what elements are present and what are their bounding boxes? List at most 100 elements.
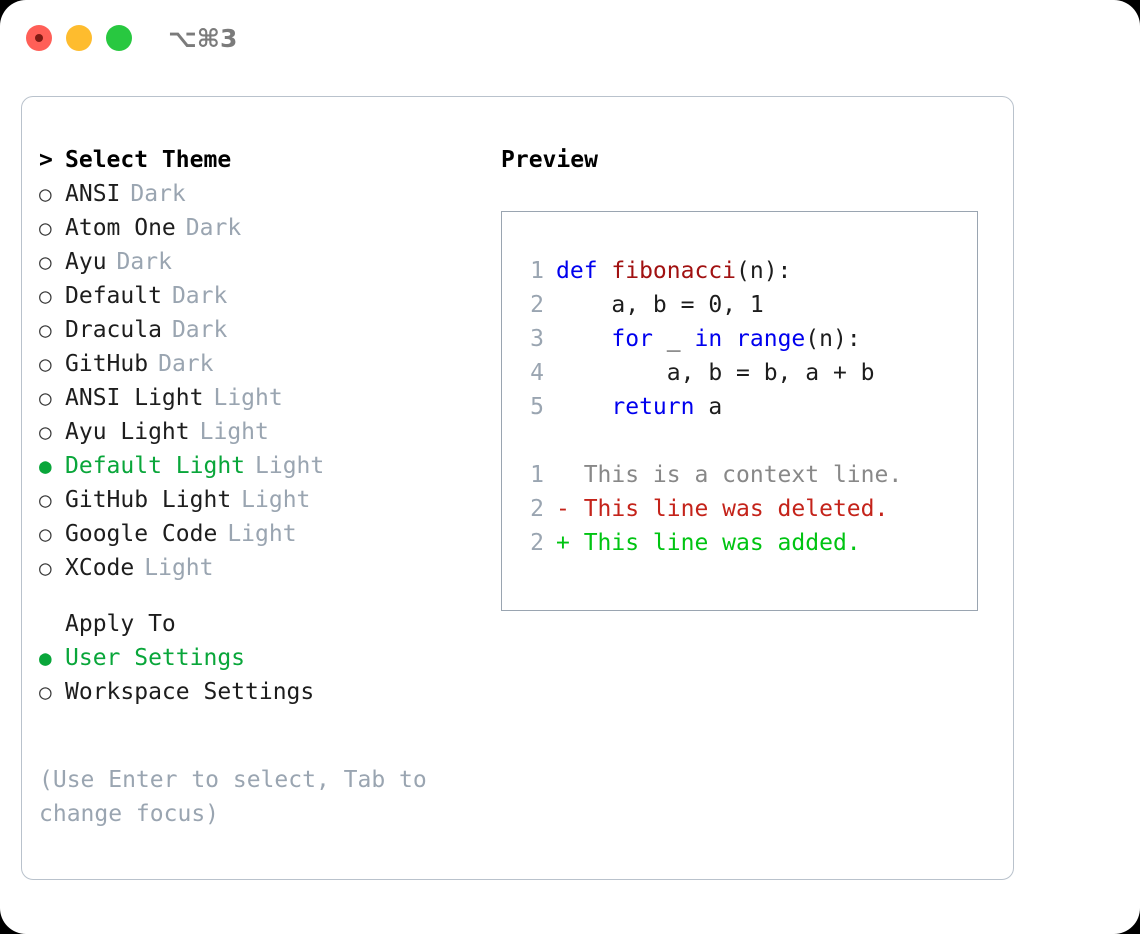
theme-variant-tag: Light <box>144 555 214 581</box>
row-label: Workspace Settings <box>65 679 315 705</box>
code-token: range <box>736 326 806 352</box>
theme-variant-tag: Dark <box>171 283 228 309</box>
diff-line-3: 2 + This line was added. <box>518 526 902 560</box>
radio-icon: ○ <box>39 420 52 444</box>
diff-text: - This line was deleted. <box>556 496 889 522</box>
keyboard-shortcut-label: ⌥⌘3 <box>168 24 238 53</box>
theme-variant-tag: Dark <box>185 215 242 241</box>
code-token <box>556 326 611 352</box>
row-label: ANSI <box>65 181 121 207</box>
code-text: return a <box>556 390 722 424</box>
row-label: Dracula <box>65 317 162 343</box>
radio-icon: ○ <box>39 386 52 410</box>
line-number: 2 <box>530 292 544 318</box>
selected-radio-icon: ● <box>39 646 52 670</box>
window-controls <box>26 25 132 51</box>
radio-icon: ○ <box>39 250 52 274</box>
apply-to-heading[interactable]: ○Apply To <box>39 607 479 641</box>
theme-option-ayu-light[interactable]: ○ Ayu Light Light <box>39 415 479 449</box>
apply-option-user-settings[interactable]: ●User Settings <box>39 641 479 675</box>
theme-variant-tag: Light <box>199 419 269 445</box>
radio-icon: ○ <box>39 522 52 546</box>
code-token <box>556 394 611 420</box>
code-text: a, b = b, a + b <box>556 356 875 390</box>
row-label: ANSI Light <box>65 385 204 411</box>
diff-text: + This line was added. <box>556 530 861 556</box>
line-number: 5 <box>530 394 544 420</box>
line-number: 2 <box>530 530 544 556</box>
code-text: + This line was added. <box>556 526 861 560</box>
line-number: 4 <box>530 360 544 386</box>
row-label: XCode <box>65 555 135 581</box>
list-spacer <box>39 585 479 607</box>
code-token: a, b = b, a + b <box>556 360 875 386</box>
theme-variant-tag: Dark <box>171 317 228 343</box>
code-line-2: 2 a, b = 0, 1 <box>518 288 902 322</box>
diff-line-2: 2 - This line was deleted. <box>518 492 902 526</box>
code-text: This is a context line. <box>556 458 903 492</box>
row-label: Default <box>65 283 162 309</box>
row-label: GitHub <box>65 351 149 377</box>
code-line-1: 1 def fibonacci(n): <box>518 254 902 288</box>
code-line-4: 4 a, b = b, a + b <box>518 356 902 390</box>
theme-variant-tag: Light <box>227 521 297 547</box>
code-text: a, b = 0, 1 <box>556 288 764 322</box>
row-label: Google Code <box>65 521 218 547</box>
theme-option-dracula[interactable]: ○ Dracula Dark <box>39 313 479 347</box>
keyboard-hint: (Use Enter to select, Tab to change focu… <box>39 767 427 827</box>
radio-icon: ○ <box>39 488 52 512</box>
theme-variant-tag: Dark <box>130 181 186 207</box>
selected-radio-icon: ● <box>39 454 52 478</box>
row-label: Select Theme <box>65 147 232 173</box>
code-token: fibonacci <box>611 258 737 284</box>
theme-variant-tag: Light <box>241 487 311 513</box>
radio-icon: ○ <box>39 680 52 704</box>
code-token: for <box>611 326 653 352</box>
radio-icon: ○ <box>39 318 52 342</box>
diff-text: This is a context line. <box>556 462 903 488</box>
row-label: Apply To <box>65 611 176 637</box>
row-label: Default Light <box>65 453 246 479</box>
theme-option-google-code[interactable]: ○ Google Code Light <box>39 517 479 551</box>
code-token: a, b = 0, 1 <box>556 292 764 318</box>
code-text: for _ in range(n): <box>556 322 861 356</box>
code-token: a <box>694 394 723 420</box>
minimize-light[interactable] <box>66 25 92 51</box>
close-light[interactable] <box>26 25 52 51</box>
caret-right-icon: > <box>39 147 53 173</box>
radio-icon: ○ <box>39 352 52 376</box>
row-label: Ayu <box>65 249 107 275</box>
radio-icon: ○ <box>39 216 52 240</box>
maximize-light[interactable] <box>106 25 132 51</box>
line-number: 1 <box>530 462 544 488</box>
apply-option-workspace-settings[interactable]: ○ Workspace Settings <box>39 675 479 709</box>
code-token: _ <box>652 326 695 352</box>
line-number: 1 <box>530 258 544 284</box>
row-label: Ayu Light <box>65 419 190 445</box>
theme-variant-tag: Light <box>213 385 283 411</box>
row-label: GitHub Light <box>65 487 232 513</box>
theme-option-ansi-light[interactable]: ○ ANSI Light Light <box>39 381 479 415</box>
theme-option-default-light[interactable]: ● Default Light Light <box>39 449 479 483</box>
theme-variant-tag: Light <box>255 453 325 479</box>
code-token: (n): <box>736 258 792 284</box>
code-token <box>722 326 736 352</box>
line-number: 2 <box>530 496 544 522</box>
code-text: def fibonacci(n): <box>556 254 791 288</box>
code-token: in <box>694 326 723 352</box>
theme-option-github-light[interactable]: ○ GitHub Light Light <box>39 483 479 517</box>
diff-line-1: 1 This is a context line. <box>518 458 902 492</box>
code-token: (n): <box>805 326 861 352</box>
select-theme-heading[interactable]: > Select Theme <box>39 143 479 177</box>
